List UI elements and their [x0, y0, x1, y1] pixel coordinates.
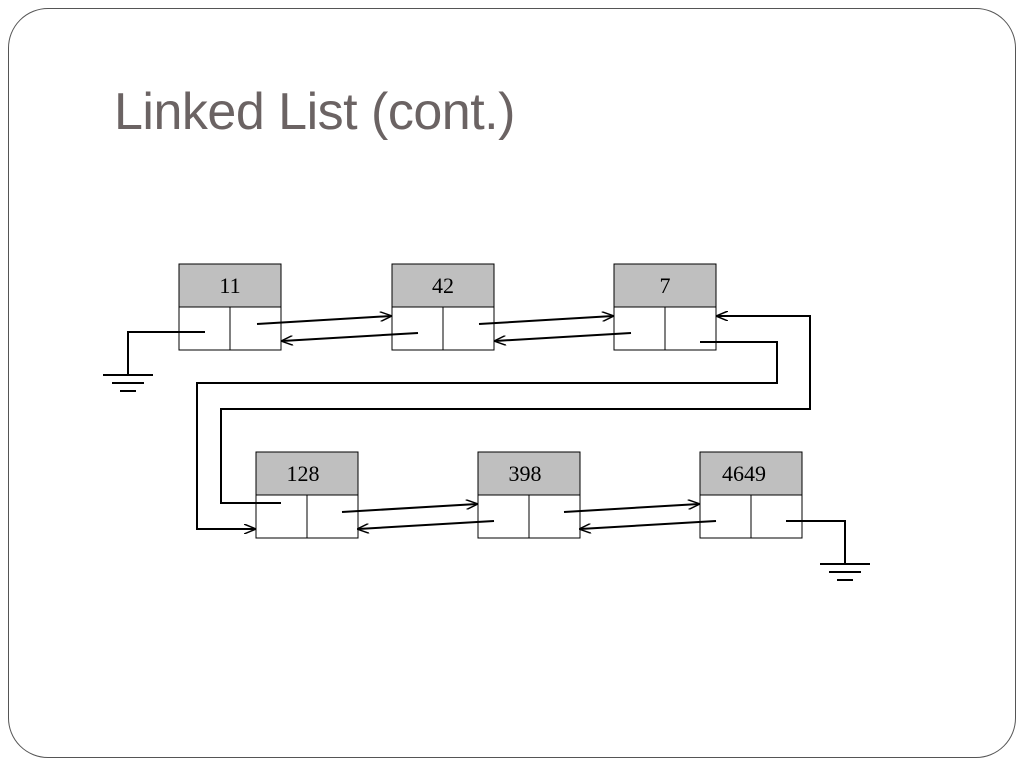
prev-pointer-cell — [255, 494, 308, 539]
prev-arrow — [495, 332, 632, 341]
prev-pointer-cell — [178, 306, 231, 351]
node-value: 4649 — [722, 461, 766, 486]
list-node: 42 — [391, 263, 495, 351]
list-node: 128 — [255, 451, 359, 539]
node-value: 7 — [660, 273, 671, 298]
prev-pointer-cell — [699, 494, 752, 539]
node-value: 11 — [219, 273, 240, 298]
node-value: 42 — [432, 273, 454, 298]
next-pointer-cell — [664, 306, 717, 351]
next-pointer-cell — [528, 494, 581, 539]
prev-pointer-cell — [391, 306, 444, 351]
next-arrow — [256, 316, 391, 325]
list-node: 7 — [613, 263, 717, 351]
prev-pointer-cell — [477, 494, 530, 539]
node-value: 128 — [287, 461, 320, 486]
list-node: 11 — [178, 263, 282, 351]
null-ground-icon — [103, 374, 153, 392]
list-node: 398 — [477, 451, 581, 539]
node-value: 398 — [509, 461, 542, 486]
null-ground-icon — [820, 563, 870, 581]
wrap-next-arrow — [196, 341, 778, 529]
prev-pointer-cell — [613, 306, 666, 351]
next-pointer-cell — [229, 306, 282, 351]
next-arrow — [563, 504, 699, 513]
node-value-cell — [391, 263, 495, 308]
prev-arrow — [282, 332, 419, 341]
next-arrow — [341, 504, 477, 513]
node-value-cell — [699, 451, 803, 496]
node-value-cell — [178, 263, 282, 308]
next-pointer-cell — [306, 494, 359, 539]
next-arrow — [478, 316, 613, 325]
prev-arrow — [580, 520, 717, 529]
next-pointer-cell — [442, 306, 495, 351]
tail-null-pointer — [786, 520, 846, 564]
slide-title: Linked List (cont.) — [114, 83, 515, 141]
prev-arrow — [358, 520, 495, 529]
list-node: 4649 — [699, 451, 803, 539]
wrap-prev-arrow — [220, 316, 811, 504]
next-pointer-cell — [750, 494, 803, 539]
head-null-pointer — [127, 331, 205, 375]
